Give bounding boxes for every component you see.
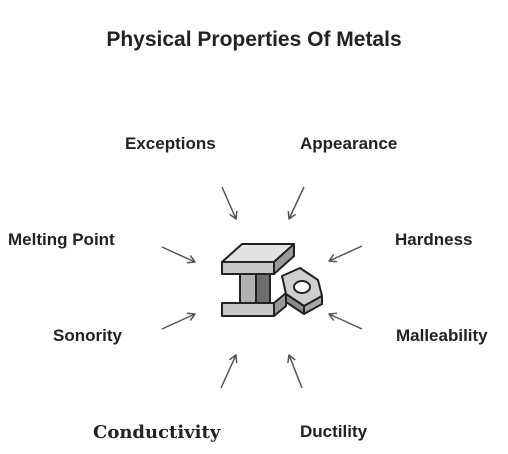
arrow-conductivity (220, 354, 238, 389)
arrow-hardness (328, 245, 363, 263)
label-malleability: Malleability (396, 326, 488, 345)
label-sonority: Sonority (53, 326, 122, 345)
diagram-title: Physical Properties Of Metals (106, 28, 402, 51)
arrow-exceptions (221, 186, 238, 220)
label-hardness: Hardness (395, 230, 473, 249)
arrow-appearance (287, 186, 305, 220)
label-ductility: Ductility (300, 422, 368, 441)
arrow-malleability (328, 312, 363, 330)
arrow-melting-point (161, 246, 196, 264)
steel-beam-and-nut-icon (221, 243, 323, 317)
arrow-sonority (161, 312, 196, 330)
arrow-ductility (287, 354, 303, 389)
label-melting-point: Melting Point (8, 230, 115, 249)
label-exceptions: Exceptions (125, 134, 216, 153)
label-appearance: Appearance (300, 134, 398, 153)
label-conductivity: Conductivity (93, 422, 221, 443)
